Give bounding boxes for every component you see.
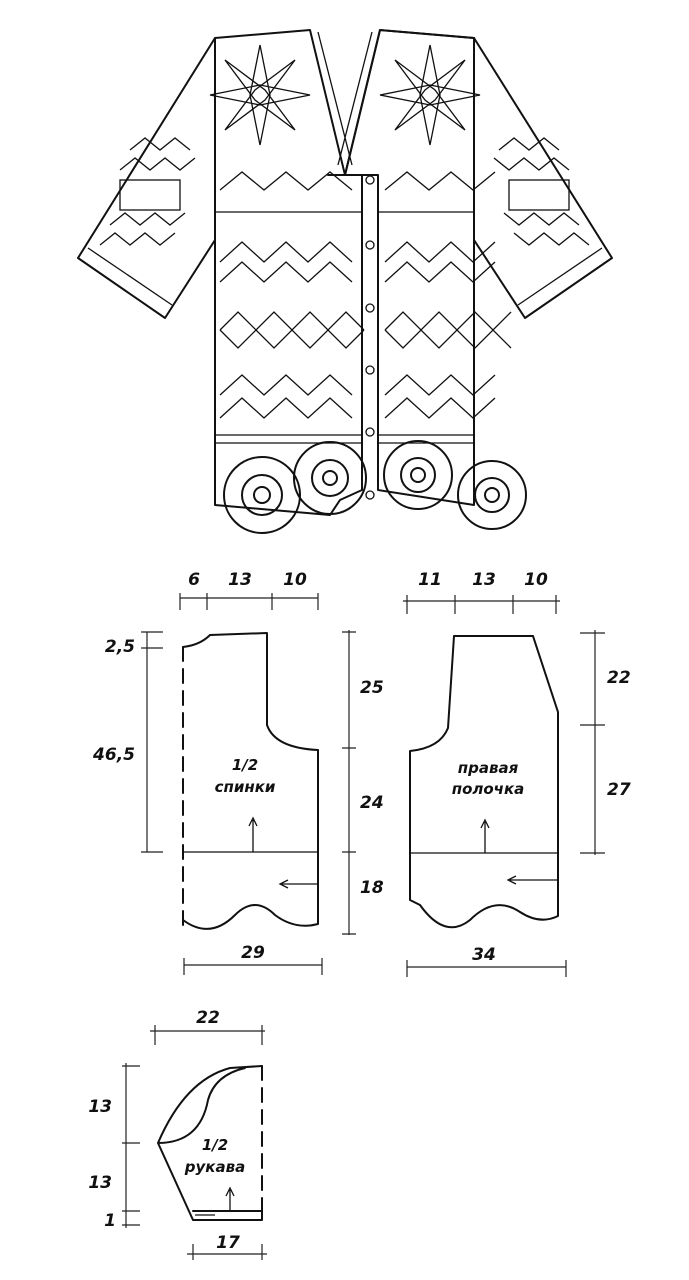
front-title-line1: правая (458, 759, 519, 777)
sleeve-cuff-height: 1 (104, 1211, 116, 1231)
front-bottom-width: 34 (472, 945, 496, 965)
front-schematic: 11 13 10 22 27 правая полочка 34 (403, 570, 631, 977)
back-width-shoulder: 13 (228, 570, 252, 590)
left-sleeve (77, 37, 216, 319)
right-sleeve (473, 37, 613, 319)
back-bottom-width: 29 (241, 943, 265, 963)
sleeve-title-fraction: 1/2 (202, 1136, 228, 1154)
back-height-border: 18 (360, 878, 384, 898)
left-front (214, 29, 363, 516)
sleeve-title: рукава (184, 1158, 245, 1176)
sleeve-height: 13 (88, 1173, 112, 1193)
back-height-side: 24 (360, 793, 384, 813)
front-height-side: 27 (607, 780, 631, 800)
back-height-body: 46,5 (92, 745, 135, 765)
front-title-line2: полочка (452, 780, 525, 798)
buttons (365, 175, 375, 500)
front-width-shoulder: 13 (472, 570, 496, 590)
sleeve-bottom-width: 17 (216, 1233, 240, 1253)
back-width-armhole: 10 (283, 570, 307, 590)
front-height-neck: 22 (607, 668, 631, 688)
flower-motifs (223, 440, 527, 534)
back-height-armhole: 25 (360, 678, 384, 698)
star-motif-right (379, 44, 481, 146)
sleeve-schematic: 22 13 13 1 1/2 рукава 17 (88, 1008, 267, 1260)
back-schematic: 6 13 10 2,5 46,5 25 24 18 1/2 спинки 29 (92, 570, 384, 975)
right-front (344, 29, 475, 506)
cardigan-illustration (77, 29, 613, 534)
back-title-fraction: 1/2 (232, 756, 258, 774)
front-width-neck: 11 (418, 570, 442, 590)
back-neck-depth: 2,5 (105, 637, 135, 657)
star-motif-left (209, 44, 311, 146)
back-title: спинки (215, 778, 276, 796)
front-width-armhole: 10 (524, 570, 548, 590)
back-width-shoulder-gap: 6 (188, 570, 200, 590)
sleeve-cap-height: 13 (88, 1097, 112, 1117)
sleeve-top-width: 22 (196, 1008, 220, 1028)
